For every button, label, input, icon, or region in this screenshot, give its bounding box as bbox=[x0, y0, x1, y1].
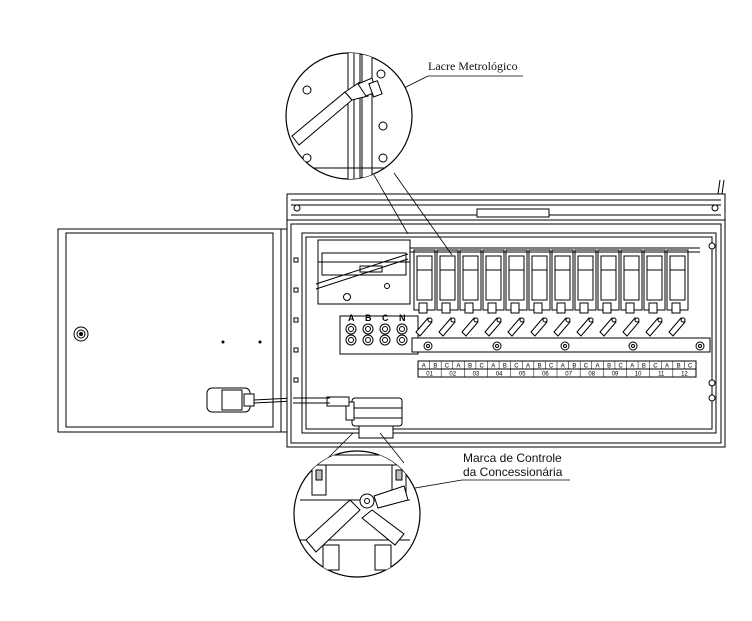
bus-label-a: A bbox=[348, 313, 355, 323]
strip-phase-label: A bbox=[491, 364, 495, 370]
strip-number-label: 04 bbox=[496, 372, 503, 378]
bus-labels: A B C N bbox=[348, 313, 406, 323]
open-door bbox=[57, 228, 294, 433]
strip-phase-label: B bbox=[503, 364, 507, 370]
device-plate bbox=[315, 239, 411, 305]
strip-phase-label: A bbox=[561, 364, 565, 370]
strip-number-label: 03 bbox=[473, 372, 480, 378]
seal-detail-circle bbox=[285, 52, 413, 180]
strip-phase-label: C bbox=[480, 364, 485, 370]
strip-phase-label: C bbox=[514, 364, 519, 370]
strip-phase-label: B bbox=[572, 364, 576, 370]
strip-phase-label: A bbox=[457, 364, 461, 370]
strip-phase-label: A bbox=[630, 364, 634, 370]
meter-module bbox=[482, 249, 505, 337]
side-holes bbox=[293, 257, 299, 383]
bus-label-c: C bbox=[382, 313, 389, 323]
strip-phase-label: B bbox=[642, 364, 646, 370]
meter-module bbox=[666, 249, 689, 337]
meter-module bbox=[459, 249, 482, 337]
strip-number-label: 01 bbox=[426, 372, 433, 378]
meter-module bbox=[413, 249, 436, 337]
bus-label-n: N bbox=[399, 313, 406, 323]
main-bus bbox=[339, 315, 419, 355]
strip-phase-label: A bbox=[422, 364, 426, 370]
meter-module bbox=[574, 249, 597, 337]
strip-phase-label: C bbox=[549, 364, 554, 370]
seal-callout-label: Lacre Metrológico bbox=[428, 59, 518, 73]
bus-terminal-b bbox=[362, 323, 374, 346]
meter-module bbox=[643, 249, 666, 337]
meter-module bbox=[620, 249, 643, 337]
seal-icon bbox=[291, 77, 383, 146]
strip-phase-label: B bbox=[677, 364, 681, 370]
strip-phase-label: A bbox=[596, 364, 600, 370]
strip-phase-label: C bbox=[584, 364, 589, 370]
strip-number-label: 02 bbox=[449, 372, 456, 378]
strip-phase-label: B bbox=[433, 364, 437, 370]
door-lock-icon bbox=[73, 326, 89, 342]
bus-terminal-c bbox=[379, 323, 391, 346]
brand-mark-detail-circle bbox=[293, 450, 421, 578]
meter-modules bbox=[410, 247, 700, 337]
bus-terminal-a bbox=[345, 323, 357, 346]
strip-phase-label: B bbox=[468, 364, 472, 370]
strip-number-label: 08 bbox=[588, 372, 595, 378]
strip-number-label: 07 bbox=[565, 372, 572, 378]
brand-mark-callout: Marca de Controle da Concessionária bbox=[463, 451, 562, 479]
strip-phase-label: A bbox=[665, 364, 669, 370]
brand-mark-label-line2: da Concessionária bbox=[463, 465, 563, 479]
door-stay-handle bbox=[206, 387, 294, 413]
cable-gland bbox=[345, 397, 403, 439]
mounting-rail bbox=[411, 337, 711, 353]
bus-label-b: B bbox=[365, 313, 372, 323]
strip-number-label: 12 bbox=[681, 372, 688, 378]
meter-module bbox=[528, 249, 551, 337]
bus-terminal-n bbox=[396, 323, 408, 346]
strip-phase-label: C bbox=[653, 364, 658, 370]
strip-number-label: 11 bbox=[658, 372, 665, 378]
strip-number-label: 10 bbox=[635, 372, 642, 378]
strip-phase-label: B bbox=[538, 364, 542, 370]
strip-phase-label: C bbox=[688, 364, 693, 370]
strip-number-label: 06 bbox=[542, 372, 549, 378]
strip-phase-label: C bbox=[445, 364, 450, 370]
meter-module bbox=[505, 249, 528, 337]
strip-phase-label: B bbox=[607, 364, 611, 370]
meter-module bbox=[551, 249, 574, 337]
brand-mark-icon bbox=[305, 485, 409, 553]
strip-number-label: 09 bbox=[612, 372, 619, 378]
strip-phase-label: C bbox=[619, 364, 624, 370]
strip-number-label: 05 bbox=[519, 372, 526, 378]
brand-mark-label-line1: Marca de Controle bbox=[463, 451, 562, 465]
meter-module bbox=[436, 249, 459, 337]
meter-module bbox=[597, 249, 620, 337]
strip-phase-label: A bbox=[526, 364, 530, 370]
